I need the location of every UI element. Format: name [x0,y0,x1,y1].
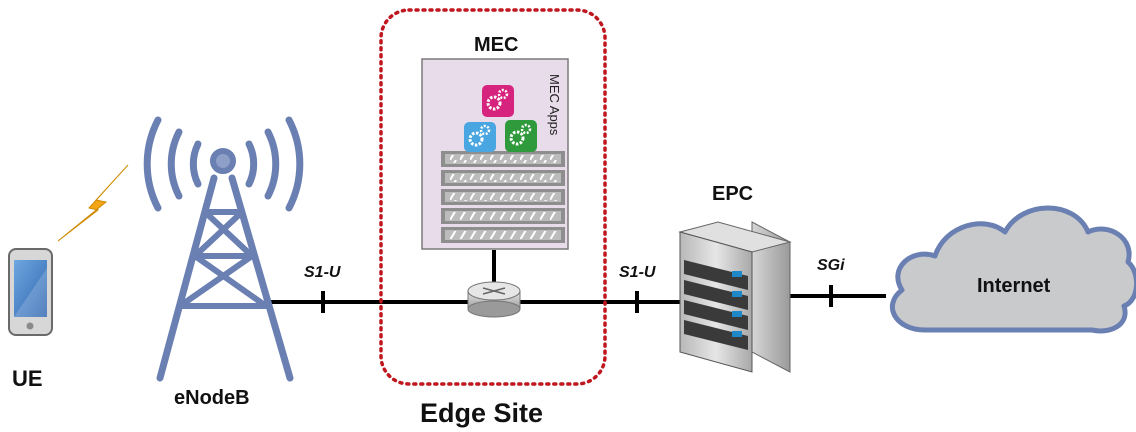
gear-app-icon-magenta [482,85,514,117]
wireless-signal-icon [57,164,129,242]
s1u-left-label: S1-U [304,264,341,281]
gear-app-icon-green [505,120,537,152]
s1u-right-label: S1-U [619,264,656,281]
links [270,250,886,313]
cell-tower-icon [143,116,304,382]
edge-site-boundary [379,8,607,386]
mec-apps-label: MEC Apps [547,74,562,136]
sgi-label: SGi [817,257,845,274]
mec-panel: MEC Apps [421,58,569,250]
edge-site-label: Edge Site [420,398,544,428]
enodeb-label: eNodeB [174,387,250,409]
cloud-icon [889,205,1136,334]
internet-label: Internet [977,275,1051,297]
smartphone-icon [8,248,53,336]
mec-server-stack [441,151,565,243]
gear-app-icon-blue [464,122,496,152]
epc-label: EPC [712,183,754,205]
mec-label: MEC [474,34,519,56]
ue-label: UE [12,366,43,391]
server-rack-icon [678,221,792,373]
router-icon [467,281,521,318]
